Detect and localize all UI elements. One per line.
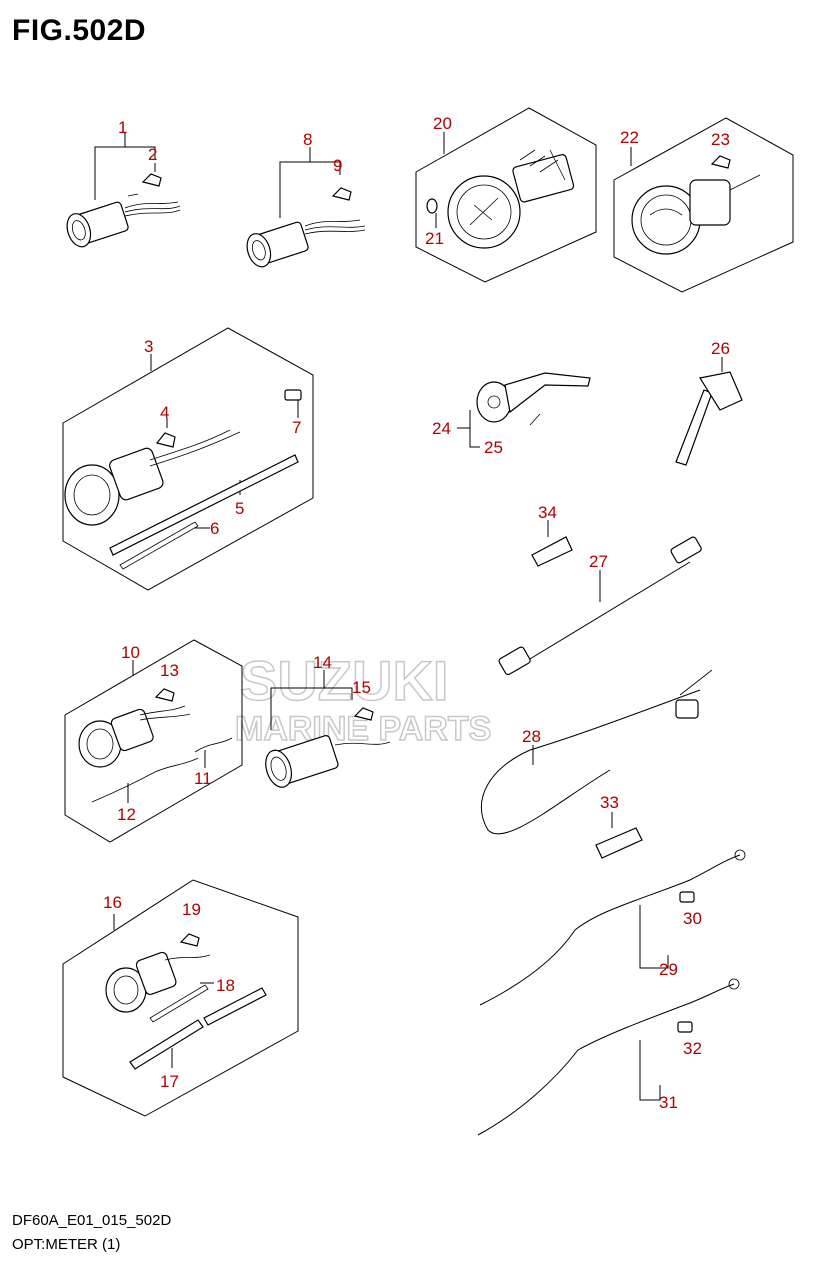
callout-33: 33 [600,793,619,812]
callout-10: 10 [121,643,140,662]
callout-17: 17 [160,1072,179,1091]
part-1-gauge[interactable] [63,133,181,250]
callout-7: 7 [292,418,301,437]
part-10-gauge-kit[interactable] [64,639,243,843]
watermark-brand: SUZUKI [240,649,448,712]
part-15-bulb[interactable] [353,707,374,721]
callout-13: 13 [160,661,179,680]
callout-27: 27 [589,552,608,571]
part-11-lead[interactable] [194,737,233,768]
part-26-pitot[interactable] [675,357,743,466]
callout-6: 6 [210,519,219,538]
callout-11: 11 [194,769,212,788]
part-14-gauge[interactable] [261,670,391,790]
callout-16: 16 [103,893,122,912]
part-19-bulb[interactable] [179,933,200,947]
part-23-bulb[interactable] [710,155,731,169]
callout-20: 20 [433,114,452,133]
callout-23: 23 [711,130,730,149]
callout-32: 32 [683,1039,702,1058]
part-6-tie[interactable] [119,521,210,570]
callout-18: 18 [216,976,235,995]
callout-8: 8 [303,130,312,149]
part-24-sensor[interactable] [457,372,591,448]
part-21-bulb[interactable] [426,198,438,228]
callout-25: 25 [484,438,503,457]
callout-2: 2 [148,145,157,164]
figure-title: FIG.502D [12,14,147,47]
callout-21: 21 [425,229,444,248]
part-30-terminal[interactable] [679,891,695,903]
part-17-tube[interactable] [129,987,267,1070]
part-22-gauge-kit[interactable] [613,117,794,293]
part-16-gauge-kit[interactable] [62,879,299,1117]
callout-3: 3 [144,337,153,356]
callout-29: 29 [659,960,678,979]
callout-26: 26 [711,339,730,358]
part-31-harness[interactable] [477,978,740,1136]
callout-12: 12 [117,805,136,824]
part-4-bulb[interactable] [155,418,176,448]
part-34-fitting[interactable] [531,520,573,567]
figure-code: DF60A_E01_015_502D [12,1212,172,1229]
callout-9: 9 [333,156,342,175]
callout-15: 15 [352,678,371,697]
callout-24: 24 [432,419,451,438]
callout-5: 5 [235,499,244,518]
callout-28: 28 [522,727,541,746]
part-33-connector[interactable] [595,812,643,859]
callout-1: 1 [118,118,127,137]
part-13-bulb[interactable] [154,688,175,702]
callout-22: 22 [620,128,639,147]
figure-name: OPT:METER (1) [12,1236,121,1253]
part-18-tie[interactable] [149,982,214,1023]
part-8-gauge[interactable] [243,147,366,270]
part-20-gauge-kit[interactable] [415,107,597,283]
part-9-bulb[interactable] [331,187,352,201]
callout-34: 34 [538,503,557,522]
part-7-connector[interactable] [284,389,302,418]
part-2-bulb[interactable] [141,163,162,187]
part-5-tube[interactable] [109,454,299,556]
part-29-harness[interactable] [479,849,746,1006]
part-27-cable[interactable] [498,536,702,676]
callout-14: 14 [313,653,332,672]
part-25-screw[interactable] [529,413,541,426]
callout-19: 19 [182,900,201,919]
part-28-harness[interactable] [480,669,713,835]
callout-31: 31 [659,1093,678,1112]
part-32-terminal[interactable] [677,1021,693,1033]
part-12-harness[interactable] [91,757,199,803]
callout-30: 30 [683,909,702,928]
watermark: SUZUKI MARINE PARTS [234,648,492,749]
callout-4: 4 [160,403,169,422]
part-3-gauge-kit[interactable] [62,327,314,591]
callout-labels: 1 2 3 4 5 6 7 8 9 10 11 12 13 14 15 16 1… [103,114,730,1112]
